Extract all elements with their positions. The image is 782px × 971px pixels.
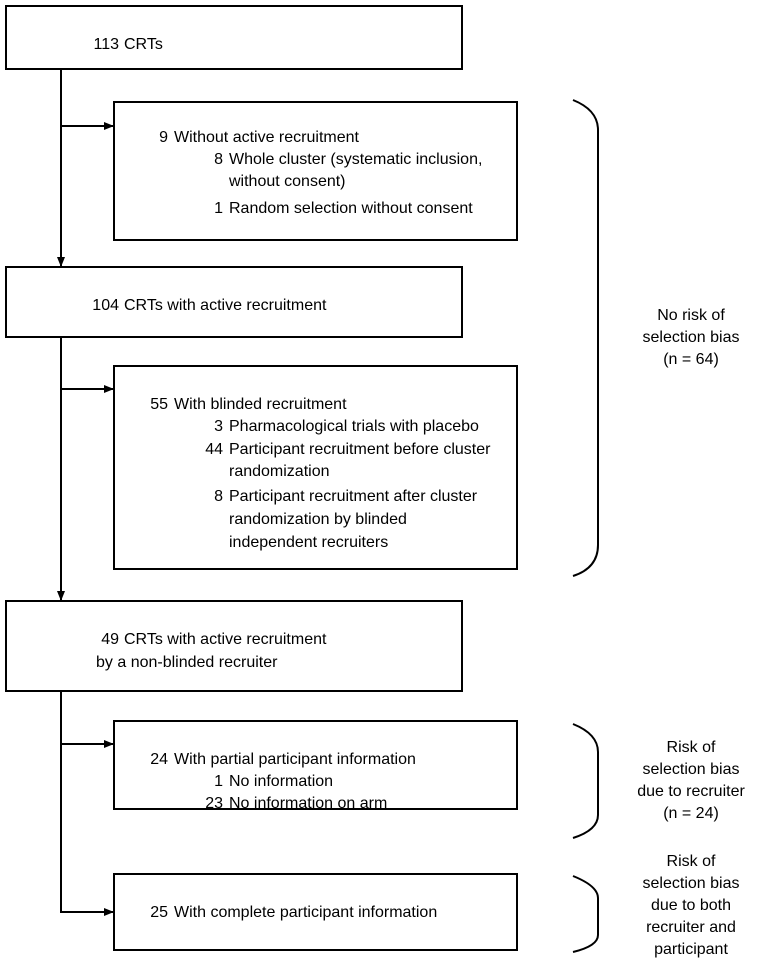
item-count: 8 — [214, 488, 223, 505]
item-text: Random selection without consent — [229, 200, 473, 217]
item-text: Participant recruitment after cluster — [229, 488, 478, 505]
box-blinded-recruitment: 55 With blinded recruitment 3 Pharmacolo… — [113, 365, 518, 570]
box-complete-participant-information: 25 With complete participant information — [113, 873, 518, 951]
item-text: randomization — [229, 463, 330, 480]
box-113-crts: 113 CRTs — [5, 5, 463, 70]
item-text: randomization by blinded — [229, 511, 407, 528]
box-heading: With partial participant information — [174, 751, 416, 768]
box-count: 25 — [150, 904, 168, 921]
item-text: without consent) — [229, 173, 346, 190]
item-count: 1 — [214, 773, 223, 790]
item-count: 23 — [205, 795, 223, 812]
brace-risk-both — [572, 875, 599, 953]
brace-risk-recruiter — [572, 723, 599, 839]
box-label: CRTs with active recruitment — [124, 631, 327, 648]
box-label: by a non-blinded recruiter — [96, 654, 278, 671]
label-risk-both: Risk of selection bias due to both recru… — [642, 853, 740, 958]
box-heading: With blinded recruitment — [174, 396, 347, 413]
box-label: CRTs with active recruitment — [124, 297, 327, 314]
item-count: 1 — [214, 200, 223, 217]
box-count: 113 — [93, 36, 119, 53]
item-text: No information on arm — [229, 795, 388, 812]
box-104-crts: 104 CRTs with active recruitment — [5, 266, 463, 338]
box-count: 104 — [92, 297, 119, 314]
item-text: Whole cluster (systematic inclusion, — [229, 151, 483, 168]
box-count: 24 — [150, 751, 168, 768]
label-no-risk: No risk of selection bias (n = 64) — [642, 307, 740, 368]
box-49-crts: 49 CRTs with active recruitment by a non… — [5, 600, 463, 692]
box-label: CRTs — [124, 36, 163, 53]
box-heading: With complete participant information — [174, 904, 438, 921]
brace-no-risk — [572, 99, 599, 577]
box-without-active-recruitment: 9 Without active recruitment 8 Whole clu… — [113, 101, 518, 241]
box-partial-participant-information: 24 With partial participant information … — [113, 720, 518, 812]
item-count: 8 — [214, 151, 223, 168]
box-count: 9 — [159, 129, 168, 146]
item-count: 3 — [214, 418, 223, 435]
box-count: 55 — [150, 396, 168, 413]
item-text: Participant recruitment before cluster — [229, 441, 491, 458]
item-text: independent recruiters — [229, 534, 389, 551]
box-count: 49 — [101, 631, 119, 648]
item-text: No information — [229, 773, 334, 790]
item-count: 44 — [205, 441, 223, 458]
item-text: Pharmacological trials with placebo — [229, 418, 479, 435]
label-risk-recruiter: Risk of selection bias due to recruiter … — [637, 739, 745, 822]
box-heading: Without active recruitment — [174, 129, 359, 146]
